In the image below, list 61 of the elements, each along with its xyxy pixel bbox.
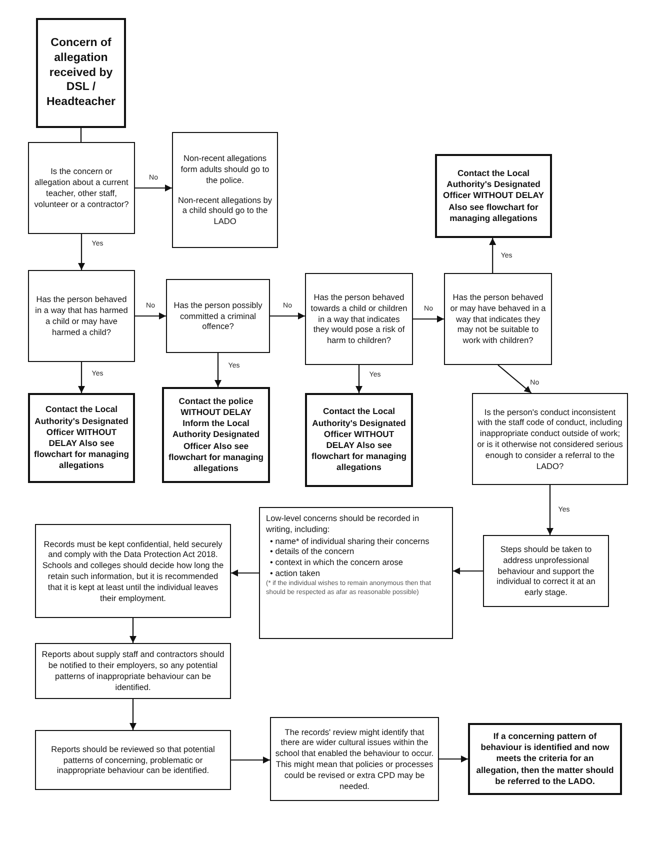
box-text: Contact the Local Authority's Designated Officer WITHOUT DELAY Also see flowchart for managing allegations [311,406,407,474]
box-text: Has the person behaved towards a child or children in a way that indicates they would pose a risk of harm to children? [310,292,408,346]
arrow [546,485,554,535]
question-box [35,730,231,790]
question-box [270,717,439,801]
action-box [468,723,622,795]
box-text: If a concerning pattern of behaviour is identified and now meets the criteria for an allegation, then the matter should be referred to the LADO. [475,731,615,787]
box-text: Has the person behaved in a way that has harmed a child or may have harmed a child? [34,294,129,338]
bullet-item: • name* of individual sharing their concerns [270,536,430,546]
box-text: Reports should be reviewed so that potential patterns of concerning, problematic or inappropriate behaviour can be identified. [50,744,216,776]
arrow [413,316,444,322]
question-box [166,279,270,353]
arrow [231,570,259,576]
note-box [259,507,453,639]
box-text: Contact the Local Authority's Designated Officer WITHOUT DELAY Also see flowchart for managing allegations [442,168,545,224]
arrow [78,234,85,270]
box-text: Has the person behaved or may have behaved in a way that indicates they may not be suitable to work with children? [449,292,547,346]
arrow [356,365,362,393]
arrow [135,312,166,320]
action-box [435,154,552,238]
box-text: Contact the police WITHOUT DELAY Inform the Local Authority Designated Officer Also see flowchart for managing allegations [168,396,264,474]
box-text: The records' review might identify that there are wider cultural issues within the school that enabled the behaviour to occur. This might mean that policies or processes could be revised or extra CPD may be needed. [275,726,434,792]
info-box [172,132,278,248]
arrow [439,756,468,762]
box-text: Concern of allegation received by DSL / Headteacher [45,36,117,110]
action-box [162,387,270,483]
box-text: Non-recent allegations form adults should go to the police. [180,153,270,186]
box-text: Has the person possibly committed a criminal offence? [172,300,264,332]
start-box [36,18,126,128]
question-box [472,393,628,485]
box-text: Records must be kept confidential, held securely and comply with the Data Protection Act 2018. Schools and colleges should decide how long the retain such information, but it is recommended that it is kept at least until the individual leaves their employment. [41,538,225,604]
box-text: Non-recent allegations by a child should go to the LADO [177,194,273,227]
connector-line [80,128,82,142]
question-box [35,643,231,699]
box-text: Is the concern or allegation about a current teacher, other staff, volunteer or a contractor? [33,166,130,210]
box-text: Is the person's conduct inconsistent with the staff code of conduct, including inappropriate conduct outside of work; or is it otherwise not considered serious enough to consider a referral to the LADO? [477,406,623,472]
question-box [483,535,609,607]
arrow [498,364,532,394]
action-box [28,393,135,483]
question-box [35,524,231,618]
bullet-item: • details of the concern [270,546,356,558]
arrow [231,756,270,764]
question-box [28,270,135,362]
arrow [270,312,305,320]
arrow [135,184,172,192]
question-box [28,142,135,234]
box-text: Steps should be taken to address unprofessional behaviour and support the individual to correct it at an early stage. [496,544,596,598]
arrow [453,568,483,574]
list-heading: Low-level concerns should be recorded in writing, including: [266,513,420,535]
arrow [214,353,222,387]
bullet-item: • action taken [270,568,321,579]
bullet-item: • context in which the concern arose [270,557,404,568]
box-text: Contact the Local Authority's Designated Officer WITHOUT DELAY Also see flowchart for managing allegations [34,404,129,472]
question-box [444,273,552,365]
arrow [489,238,496,273]
arrow [78,362,85,393]
arrow [130,699,136,730]
arrow [130,618,136,643]
question-box [305,273,413,365]
action-box [305,393,413,487]
box-text: Reports about supply staff and contractors should be notified to their employers, so any potential patterns of inappropriate behaviour can be identified. [40,649,226,693]
